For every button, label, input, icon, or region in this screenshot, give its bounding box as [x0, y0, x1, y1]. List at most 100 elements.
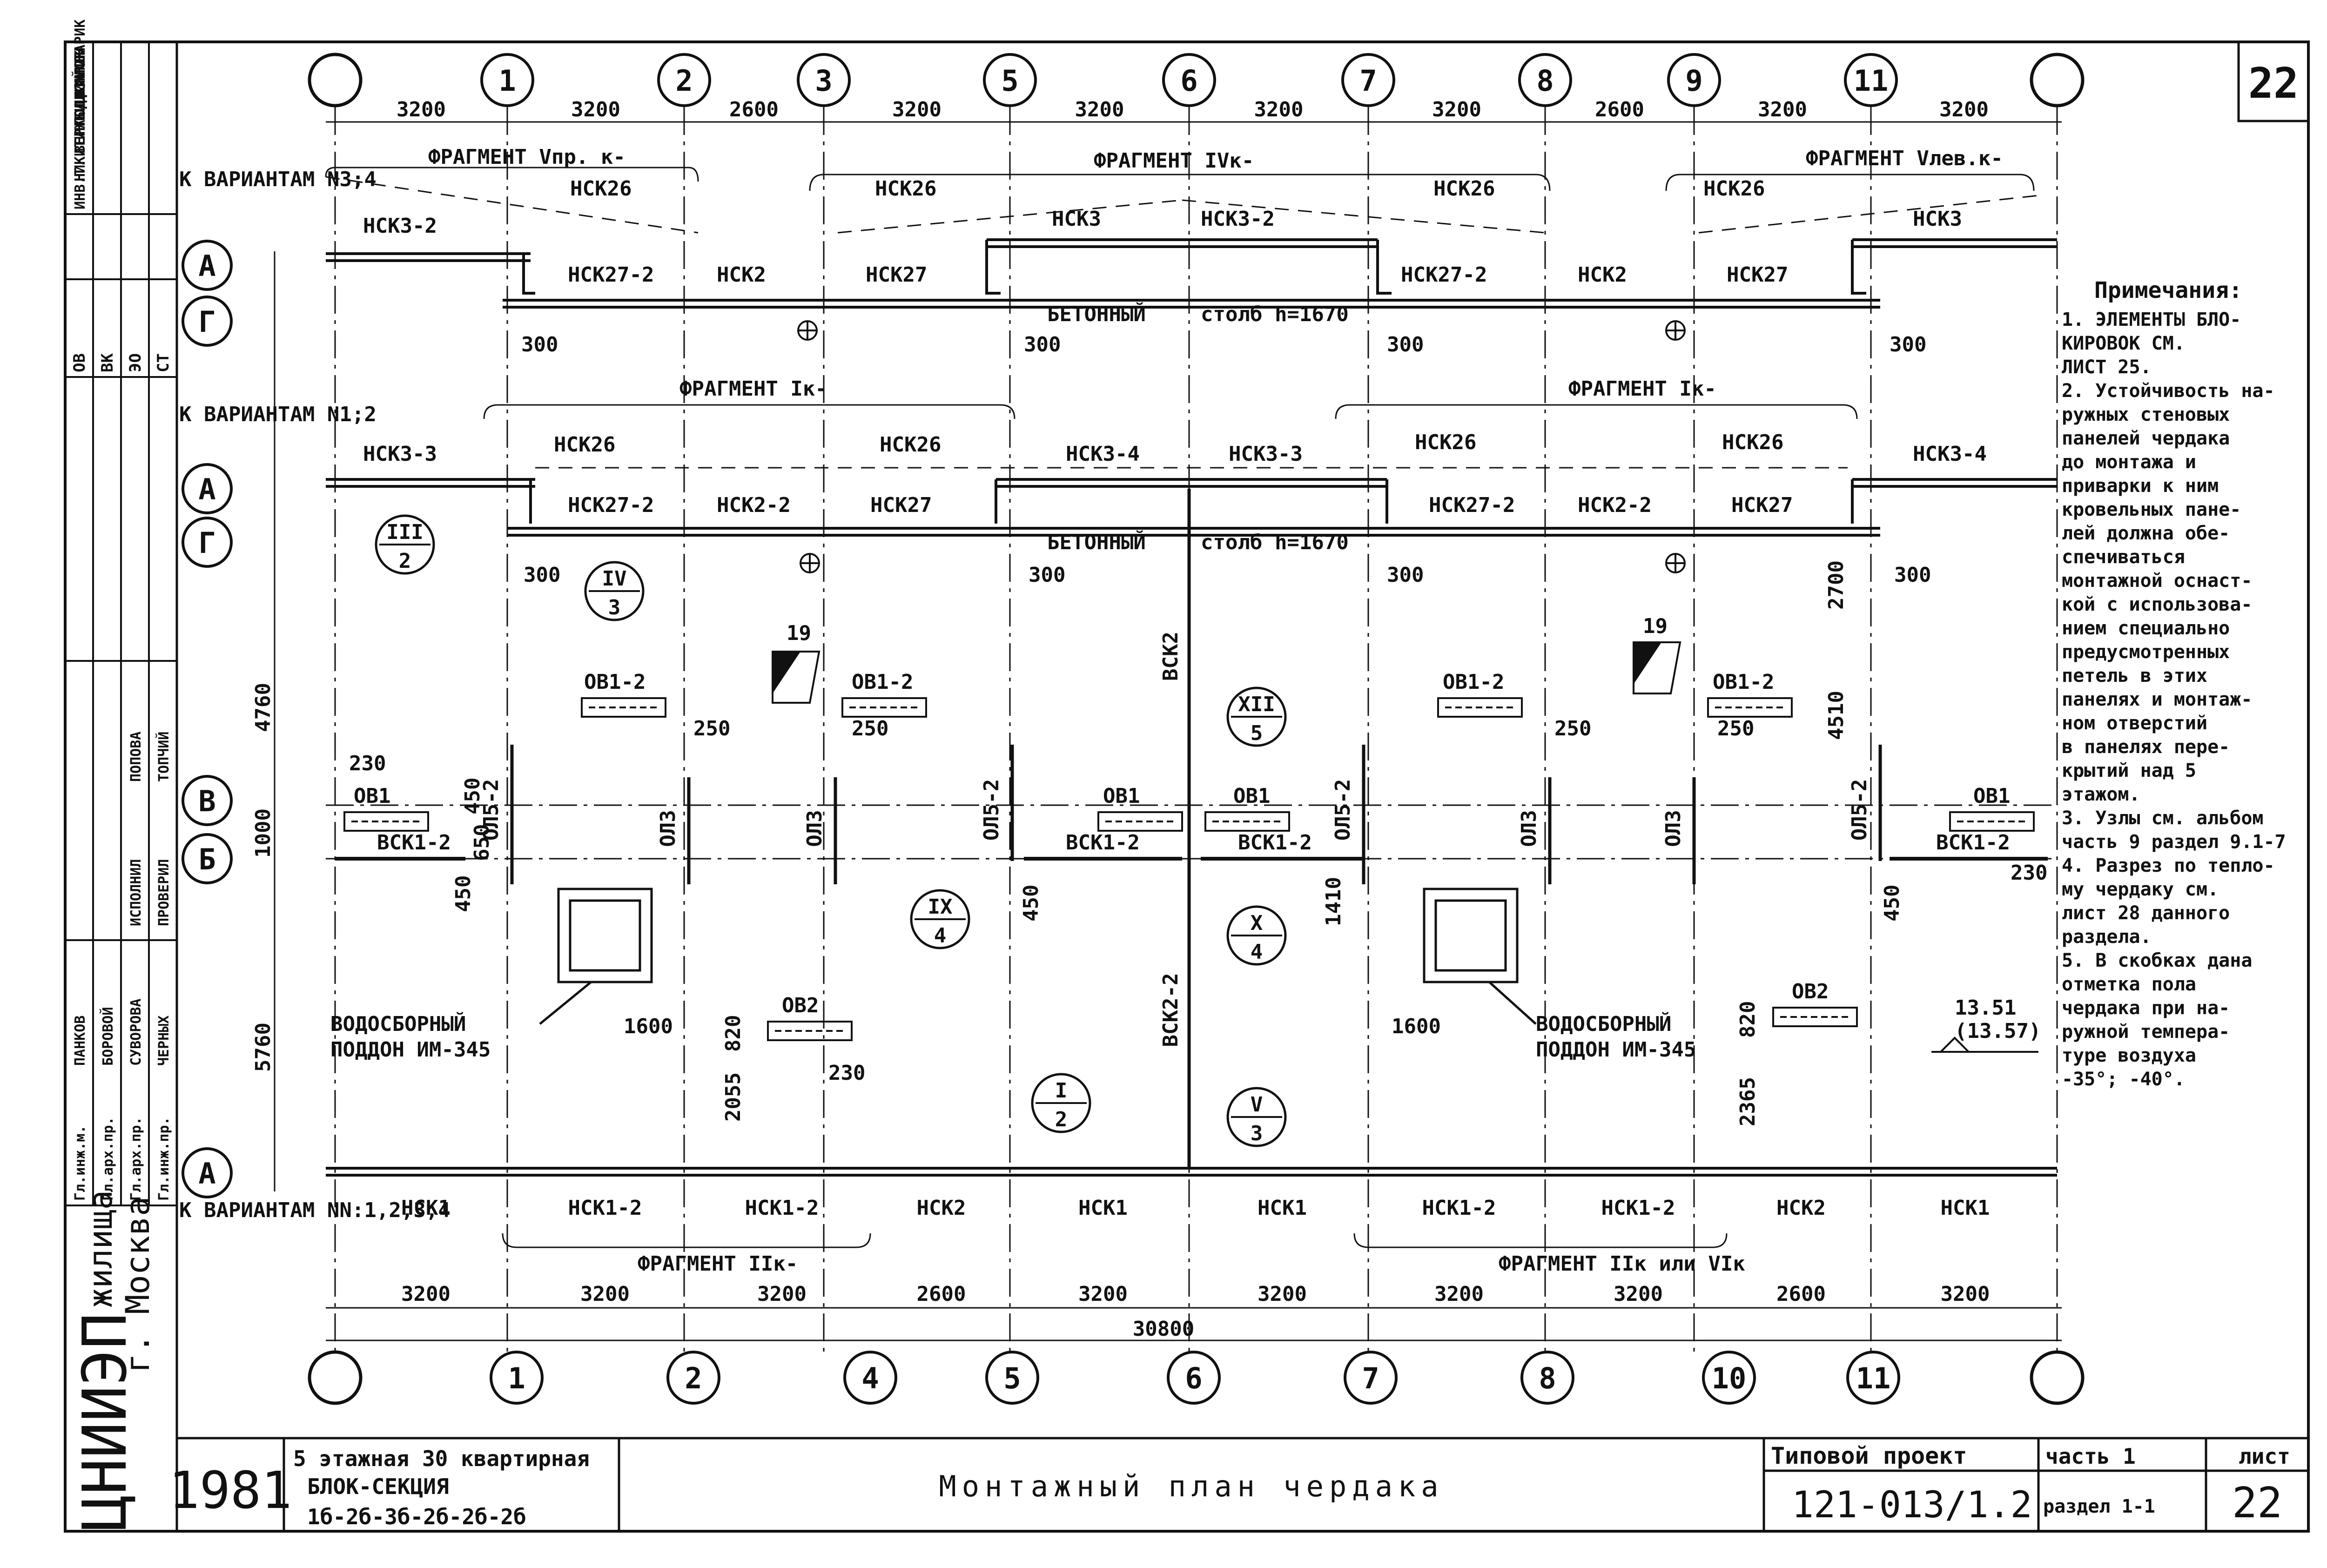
axis-label-top-6: 6: [1180, 64, 1197, 98]
tb-desc1: 5 этажная 30 квартирная: [293, 1446, 590, 1471]
axis-circle-top-start: [308, 53, 363, 108]
hatch-marker-a: 19: [772, 621, 821, 704]
label-nsk2-b: НСК2: [1578, 263, 1627, 287]
tb-org: ЦНИИЭП: [69, 1312, 140, 1531]
tb-year: 1981: [169, 1460, 292, 1520]
dim-top-3: 3200: [892, 98, 942, 121]
axis-label-bottom-7: 7: [1362, 1361, 1379, 1395]
label-ol3-b: ОЛ3: [803, 810, 827, 847]
tb-city: г. Москва: [119, 1197, 157, 1373]
label-ob1-a: ОВ1: [354, 784, 390, 808]
row-axis-a1-label: А: [198, 249, 215, 283]
callout-top: V: [1251, 1093, 1263, 1117]
row-axis-b: [182, 833, 233, 884]
note-line: отметка пола: [2062, 974, 2196, 995]
org-strip: ЦНИИЭП жилища г. Москва: [69, 1190, 157, 1531]
note-line: монтажной оснаст-: [2062, 570, 2252, 592]
dim-300-b: 300: [1024, 333, 1061, 357]
axis-circle-top-5: [983, 53, 1037, 107]
label-nsk3-b: НСК3: [1913, 207, 1962, 231]
note-line: кой с использова-: [2062, 594, 2252, 615]
dim-left-1000: 1000: [251, 808, 275, 858]
axis-label-bottom-6: 6: [1185, 1361, 1202, 1395]
dim-total: 30800: [1133, 1317, 1194, 1341]
notes-block: Примечания: 1. ЭЛЕМЕНТЫ БЛО-КИРОВОК СМ.Л…: [2062, 277, 2286, 1090]
label-nsk26-h: НСК26: [1722, 431, 1783, 454]
dim-left-4760: 4760: [251, 683, 275, 732]
label-ob1-2-b: ОВ1-2: [852, 670, 913, 694]
dim-300-c: 300: [1387, 333, 1424, 357]
dim-top-8: 3200: [1758, 98, 1807, 121]
axis-circle-bottom-start: [308, 1350, 363, 1405]
label-nsk3-3-a: НСК3-3: [363, 442, 437, 466]
axis-circle-bottom-8: [1520, 1351, 1574, 1405]
row-axis-b-label: Б: [198, 842, 215, 876]
label-nsk26-b: НСК26: [875, 177, 936, 201]
fragment-ii: ФРАГМЕНТ IIк-: [638, 1252, 798, 1276]
label-ol3-a: ОЛ3: [656, 810, 680, 847]
axis-label-top-2: 2: [675, 64, 693, 98]
label-bottom-nsk-8: НСК2: [1776, 1196, 1826, 1220]
note-line: предусмотренных: [2062, 641, 2230, 663]
label-vodosbor-b: ВОДОСБОРНЫЙ: [1536, 1011, 1671, 1036]
row-axis-a2-label: А: [198, 472, 215, 506]
stamp-text: БОРОВОЙ: [100, 1007, 116, 1066]
variant-12-label: К ВАРИАНТАМ N1;2: [179, 403, 377, 426]
dim-bottom-4: 3200: [1078, 1282, 1128, 1306]
dim-300-h: 300: [1894, 563, 1931, 587]
note-line: ЛИСТ 25.: [2062, 357, 2152, 378]
note-line: нием специально: [2062, 618, 2230, 639]
label-ob1-d: ОВ1: [1973, 784, 2010, 808]
callout-bottom: 3: [608, 596, 621, 619]
dim-300-top-group: 300 300 300 300: [521, 333, 1926, 357]
tb-list-label: лист: [2239, 1444, 2290, 1469]
axis-label-top-7: 7: [1359, 64, 1377, 98]
callout-bottom: 2: [1055, 1108, 1068, 1131]
label-poddon-a: ПОДДОН ИМ-345: [330, 1038, 491, 1062]
axis-label-bottom-8: 8: [1539, 1361, 1556, 1395]
callout-I-2: I2: [1031, 1073, 1091, 1133]
stamp-text: ИНВ.Т.: [72, 159, 88, 209]
dim-450-d: 450: [461, 778, 484, 814]
note-line: ружной темпера-: [2062, 1021, 2230, 1043]
axis-label-bottom-5: 5: [1003, 1361, 1021, 1395]
dim-bottom-7: 3200: [1614, 1282, 1663, 1306]
label-beton-a: БЕТОННЫЙ: [1047, 302, 1146, 326]
dim-300-g: 300: [1387, 563, 1424, 587]
axis-label-top-5: 5: [1001, 64, 1018, 98]
label-bsk2: ВСК2: [1159, 632, 1183, 681]
variant-34-label: К ВАРИАНТАМ N3;4: [179, 168, 377, 191]
fragment-i-right: ФРАГМЕНТ Iк-: [1568, 377, 1716, 401]
dim-bottom-8: 2600: [1776, 1282, 1826, 1306]
label-nsk3-2-b: НСК3-2: [1201, 207, 1275, 231]
dim-top-9: 3200: [1939, 98, 1989, 121]
note-line: 3. Узлы см. альбом: [2062, 808, 2263, 829]
stamp-text: ИСПОЛНИЛ: [128, 859, 144, 927]
tb-proj-num: 121-013/1.2: [1792, 1484, 2032, 1526]
note-line: 2. Устойчивость на-: [2062, 380, 2275, 402]
stamp-text: ВК: [98, 353, 117, 372]
note-line: -35°; -40°.: [2062, 1069, 2185, 1090]
column-markers-top: [797, 320, 1686, 341]
tb-title: Монтажный план чердака: [939, 1469, 1444, 1503]
dim-300-d: 300: [1890, 333, 1926, 357]
stamp-text: ПОДЛИННИК: [72, 50, 88, 126]
dim-450-a: 450: [451, 875, 475, 912]
callout-bottom: 4: [934, 924, 947, 948]
label-nsk27-2-d: НСК27-2: [1429, 493, 1515, 517]
label-bottom-nsk-5: НСК1: [1258, 1196, 1307, 1220]
stamp-text: НИКИТИН: [72, 123, 88, 182]
label-nsk3-2-a: НСК3-2: [363, 214, 437, 238]
dim-650: 650: [470, 824, 494, 861]
dim-left-5760: 5760: [251, 1023, 275, 1072]
note-line: 4. Разрез по тепло-: [2062, 855, 2275, 876]
row-axis-v-label: В: [198, 784, 215, 818]
callout-V-3: V3: [1226, 1087, 1287, 1147]
stamp-text: Гл.инж.пр.: [156, 1117, 172, 1201]
callout-IX-4: IX4: [910, 889, 970, 949]
dim-2365: 2365: [1736, 1077, 1760, 1126]
row-axis-g1-label: Г: [198, 305, 215, 339]
note-line: туре воздуха: [2062, 1045, 2196, 1066]
fragment-v-lev: ФРАГМЕНТ Vлев.к-: [1806, 147, 2003, 170]
